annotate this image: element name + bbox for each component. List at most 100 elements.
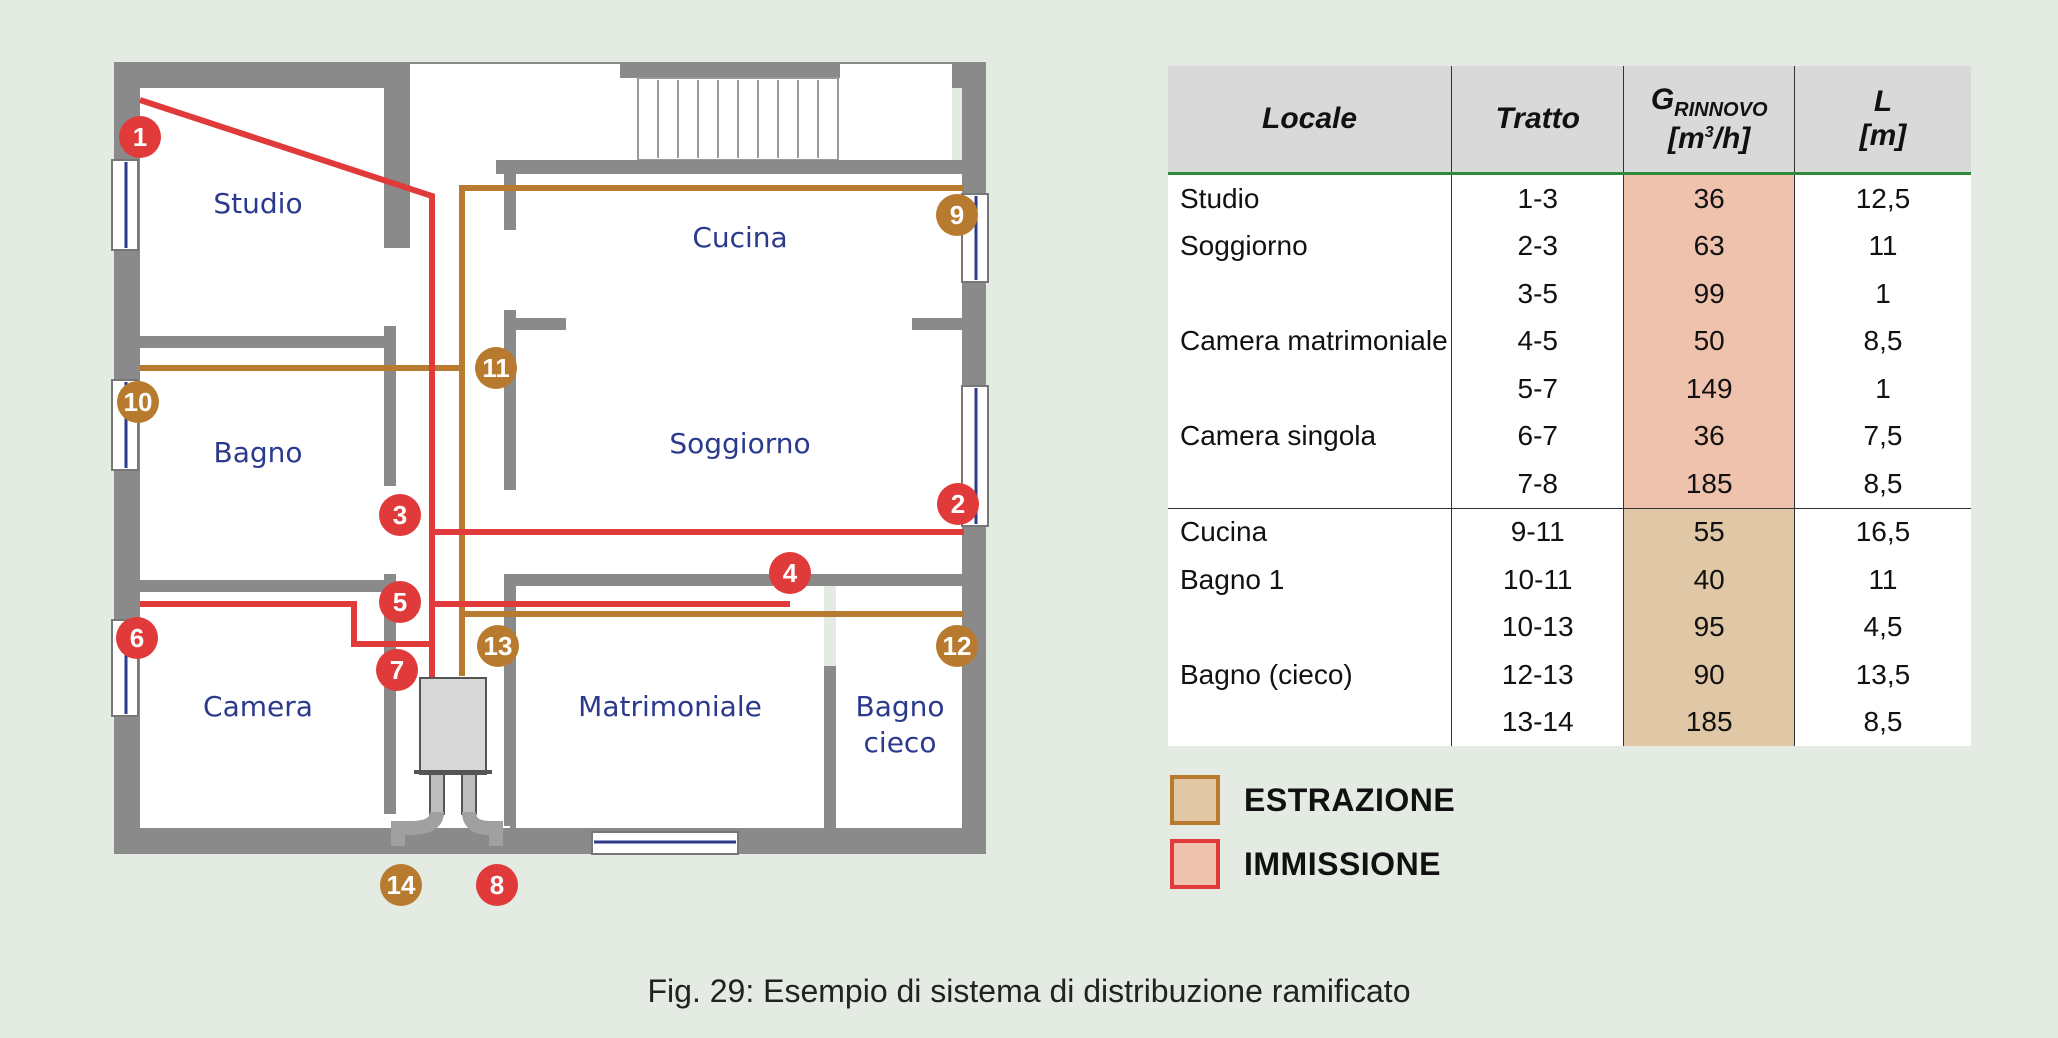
header-g-sub: RINNOVO <box>1674 98 1768 121</box>
cell-l: 4,5 <box>1793 603 1971 651</box>
cell-l: 12,5 <box>1793 173 1971 223</box>
table-row: Studio 1-3 36 12,5 <box>1168 173 1971 223</box>
header-g: GRINNOVO [m3/h] <box>1623 66 1795 175</box>
duct-table: Locale Tratto GRINNOVO [m3/h] L [m] Stud… <box>1168 66 1971 746</box>
node-badge-11: 11 <box>482 353 510 383</box>
header-l-unit: [m] <box>1859 119 1907 152</box>
node-badge-3: 3 <box>393 500 407 530</box>
room-label-studio: Studio <box>213 187 302 220</box>
room-label-camera: Camera <box>203 690 313 723</box>
cell-locale <box>1168 270 1452 318</box>
header-tratto: Tratto <box>1451 66 1624 175</box>
cell-tratto: 6-7 <box>1451 412 1624 460</box>
header-l-main: L <box>1873 85 1893 118</box>
table-row: 10-13 95 4,5 <box>1168 603 1971 652</box>
flow-table: Locale Tratto GRINNOVO [m3/h] L [m] Stud… <box>1168 66 1971 746</box>
cell-tratto: 9-11 <box>1451 507 1624 556</box>
room-label-bagno-cieco-line2: cieco <box>864 726 937 759</box>
cell-l: 8,5 <box>1793 698 1971 746</box>
header-l: L [m] <box>1793 66 1971 175</box>
room-label-matrimoniale: Matrimoniale <box>578 690 762 723</box>
table-header-row: Locale Tratto GRINNOVO [m3/h] L [m] <box>1168 66 1971 175</box>
room-floors <box>140 88 962 828</box>
header-g-unit-sup: 3 <box>1704 123 1714 141</box>
cell-l: 11 <box>1793 556 1971 604</box>
table-row: 5-7 149 1 <box>1168 365 1971 413</box>
node-badge-5: 5 <box>393 587 407 617</box>
node-badge-1: 1 <box>133 122 147 152</box>
node-badge-4: 4 <box>783 558 798 588</box>
cell-locale <box>1168 699 1452 747</box>
table-row: Camera singola 6-7 36 7,5 <box>1168 412 1971 460</box>
cell-g: 36 <box>1623 412 1795 460</box>
ventilation-unit <box>391 677 503 846</box>
cell-g: 55 <box>1623 507 1795 556</box>
cell-g: 185 <box>1623 698 1795 746</box>
node-badge-9: 9 <box>950 200 964 230</box>
legend-label-immissione: IMMISSIONE <box>1244 845 1442 882</box>
cell-l: 1 <box>1793 270 1971 318</box>
cell-l: 7,5 <box>1793 412 1971 460</box>
table-row: 3-5 99 1 <box>1168 270 1971 318</box>
cell-g: 50 <box>1623 317 1795 365</box>
cell-tratto: 2-3 <box>1451 222 1624 270</box>
node-badge-2: 2 <box>951 489 965 519</box>
header-locale: Locale <box>1168 66 1452 175</box>
extraction-ducts <box>140 185 964 676</box>
cell-locale <box>1168 604 1452 652</box>
legend-item-estrazione: ESTRAZIONE <box>1170 770 1455 830</box>
cell-tratto: 4-5 <box>1451 317 1624 365</box>
cell-tratto: 12-13 <box>1451 651 1624 699</box>
cell-locale: Camera matrimoniale <box>1180 325 1448 357</box>
cell-tratto: 7-8 <box>1451 460 1624 508</box>
table-row: Bagno 1 10-11 40 11 <box>1168 556 1971 604</box>
supply-ducts <box>139 97 964 680</box>
cell-locale: Cucina <box>1168 507 1452 556</box>
node-badges: 1 2 3 4 5 6 7 8 9 10 11 12 13 14 <box>116 116 979 906</box>
cell-g: 63 <box>1623 222 1795 270</box>
cell-g: 40 <box>1623 556 1795 604</box>
node-badge-12: 12 <box>943 631 972 661</box>
cell-locale: Studio <box>1180 182 1260 214</box>
header-g-unit-pre: [m <box>1668 121 1705 155</box>
table-row: Bagno (cieco) 12-13 90 13,5 <box>1168 651 1971 699</box>
cell-l: 8,5 <box>1793 317 1971 365</box>
cell-tratto: 13-14 <box>1451 698 1624 746</box>
cell-l: 8,5 <box>1793 460 1971 508</box>
node-badge-7: 7 <box>390 655 404 685</box>
cell-g: 149 <box>1623 365 1795 413</box>
node-badge-13: 13 <box>484 631 513 661</box>
legend: ESTRAZIONE IMMISSIONE <box>1170 770 1455 898</box>
node-badge-6: 6 <box>130 623 144 653</box>
cell-tratto: 10-11 <box>1451 556 1624 604</box>
cell-g: 36 <box>1623 173 1795 223</box>
cell-locale <box>1168 365 1452 413</box>
figure-caption: Fig. 29: Esempio di sistema di distribuz… <box>647 973 1411 1009</box>
legend-item-immissione: IMMISSIONE <box>1170 834 1455 894</box>
table-row: Camera matrimoniale 4-5 50 8,5 <box>1168 317 1971 365</box>
table-row: Cucina 9-11 55 16,5 <box>1168 507 1971 556</box>
cell-l: 11 <box>1793 222 1971 270</box>
cell-g: 185 <box>1623 460 1795 508</box>
cell-locale: Camera singola <box>1180 420 1377 452</box>
cell-g: 95 <box>1623 603 1795 651</box>
table-row: 7-8 185 8,5 <box>1168 460 1971 508</box>
cell-locale: Bagno (cieco) <box>1180 658 1353 690</box>
node-badge-14: 14 <box>387 870 416 900</box>
table-row: 13-14 185 8,5 <box>1168 698 1971 747</box>
table-row: Soggiorno 2-3 63 11 <box>1168 222 1971 270</box>
cell-g: 90 <box>1623 651 1795 699</box>
cell-l: 1 <box>1793 365 1971 413</box>
legend-swatch-immissione <box>1170 839 1220 889</box>
cell-locale: Bagno 1 <box>1180 563 1285 595</box>
cell-tratto: 3-5 <box>1451 270 1624 318</box>
header-g-unit-post: /h] <box>1713 121 1751 155</box>
header-g-main: G <box>1650 82 1675 116</box>
cell-locale <box>1168 460 1452 508</box>
cell-l: 16,5 <box>1793 507 1971 556</box>
room-label-bagno-cieco-line1: Bagno <box>855 690 944 723</box>
node-badge-10: 10 <box>124 387 153 417</box>
legend-label-estrazione: ESTRAZIONE <box>1244 781 1456 818</box>
cell-tratto: 1-3 <box>1451 173 1624 223</box>
floor-plan: Studio Bagno Camera Cucina Soggiorno Mat… <box>111 62 989 906</box>
